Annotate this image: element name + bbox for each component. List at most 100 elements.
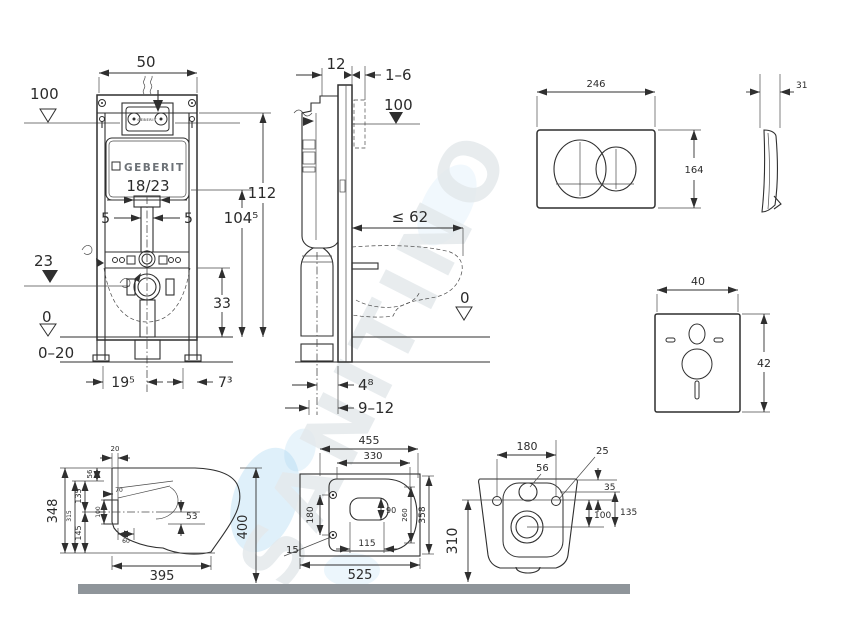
pan-dashed-outline [103, 267, 191, 323]
level-100-label: 100 [384, 96, 413, 114]
dim-plate-height: 164 [684, 165, 703, 176]
dim-frame-width: 50 [136, 53, 155, 71]
dim-offset-left: 5 [101, 211, 110, 227]
pan-rear-outline [478, 478, 578, 569]
rear-bottom-bump [515, 566, 541, 574]
dim-gap: 20 [111, 445, 120, 453]
dim-pad-width: 40 [691, 275, 705, 288]
inspection-box [121, 102, 174, 136]
dim-bottom-left: 19⁵ [111, 375, 134, 391]
dim-plate-depth: 31 [796, 81, 807, 91]
pad-outlet-hole [681, 348, 713, 380]
dim-hole: 25 [596, 446, 609, 457]
level-marker-filled [389, 112, 403, 124]
flush-button-small [595, 146, 637, 192]
plan-outer-rect [299, 473, 421, 557]
dim-frame-depth: 12 [326, 55, 345, 73]
dim-inlet-height: 135 [620, 508, 637, 518]
brand-small-label: GEBERIT [137, 118, 157, 122]
dim-outlet-height: 310 [445, 528, 461, 555]
inlet-hole [518, 482, 538, 502]
drain-elbow [300, 247, 334, 337]
sound-pad-outline [654, 313, 741, 413]
water-supply-squiggle [142, 75, 153, 95]
drain-box [134, 339, 161, 360]
rear-inner-outline [502, 482, 564, 558]
watermark-drop [284, 428, 316, 472]
dim-upper: 135 [74, 488, 83, 503]
dim-inlet: 56 [536, 463, 549, 474]
dim-top-offset: 35 [604, 483, 615, 493]
fixing-hook [81, 245, 93, 255]
bowl-dashed-line [355, 290, 421, 308]
frame-front-view: 50 100 GEBERIT GEBERIT 18/23 [24, 53, 276, 392]
dim-flange: 100 [594, 511, 611, 521]
plate-side-profile [761, 129, 778, 213]
dim-offset-right: 5 [184, 211, 193, 227]
dim-inner-height: 315 [66, 510, 73, 522]
dim-len1: 455 [359, 434, 380, 447]
dim-foot: 60 [122, 538, 130, 545]
rail-slot [339, 179, 346, 193]
flush-button-large [553, 139, 607, 199]
dim-drain-offset: 4⁸ [358, 376, 374, 394]
pad-inlet-hole [688, 323, 706, 345]
pad-slot-left [665, 337, 676, 343]
dim-bowl: 90 [386, 506, 396, 515]
cistern-profile [301, 95, 339, 249]
brand-label: GEBERIT [124, 162, 185, 174]
floor-bar [78, 584, 630, 594]
dim-holes: 180 [306, 506, 316, 523]
pan-dashed-profile [351, 245, 463, 318]
dim-drain-range: 9–12 [358, 399, 394, 417]
dim-pad-height: 42 [757, 357, 771, 370]
dim-len2: 330 [363, 451, 382, 462]
dim-holes: 180 [517, 440, 538, 453]
dim-pan-depth: ≤ 62 [392, 208, 428, 226]
dim-depth: 395 [150, 569, 175, 584]
brand-logo-square [111, 161, 121, 171]
plate-side-lip [773, 195, 782, 210]
foot-plate [92, 354, 110, 362]
dim-total-height: 348 [46, 499, 61, 524]
level-100-label: 100 [30, 85, 59, 103]
dim-drain-height: 33 [213, 296, 231, 312]
dim-width: 358 [418, 506, 428, 523]
flush-pipe-horizontal [351, 262, 379, 270]
sound-pad-view: 40 42 [654, 275, 771, 413]
level-23-label: 23 [34, 252, 53, 270]
anchor-symbol [99, 116, 105, 122]
bowl-inner-line [155, 486, 179, 520]
flush-plate-view: 246 164 31 [536, 74, 807, 213]
dim-hole-dia: 15 [286, 545, 299, 556]
level-0-label: 0 [460, 289, 470, 307]
watermark-drop [230, 447, 300, 553]
bowl-outline [349, 497, 389, 521]
floor-range-label: 0–20 [38, 344, 74, 362]
wc-rear-view: 180 56 25 35 100 135 310 [445, 440, 637, 582]
dim-bottom-right: 7³ [218, 375, 233, 391]
dim-height-floor: 400 [236, 515, 251, 540]
fixing-hole [551, 496, 561, 506]
dim-outlet: 100 [95, 506, 102, 518]
dim-total: 525 [348, 568, 373, 583]
drain-pipe [139, 299, 156, 338]
foot-plate [184, 354, 202, 362]
pad-slot-bottom [694, 380, 700, 400]
dim-plate-width: 246 [586, 79, 605, 90]
wc-side-view: 20 348 315 135 145 56 100 70 53 60 [46, 445, 262, 584]
fixing-hole [492, 496, 502, 506]
frame-side-view: 12 1–6 100 ≤ 62 0 [285, 55, 490, 417]
dim-top: 56 [86, 469, 94, 478]
dim-small: 70 [115, 487, 123, 494]
level-0-label: 0 [42, 308, 52, 326]
model-label: 18/23 [126, 177, 169, 195]
pad-slot-right [713, 337, 724, 343]
dim-wall-finish: 1–6 [385, 66, 412, 84]
supply-arrow [303, 117, 314, 126]
cistern-outline [105, 137, 190, 201]
level-marker-filled [42, 270, 58, 283]
fixing-hook [119, 278, 131, 288]
